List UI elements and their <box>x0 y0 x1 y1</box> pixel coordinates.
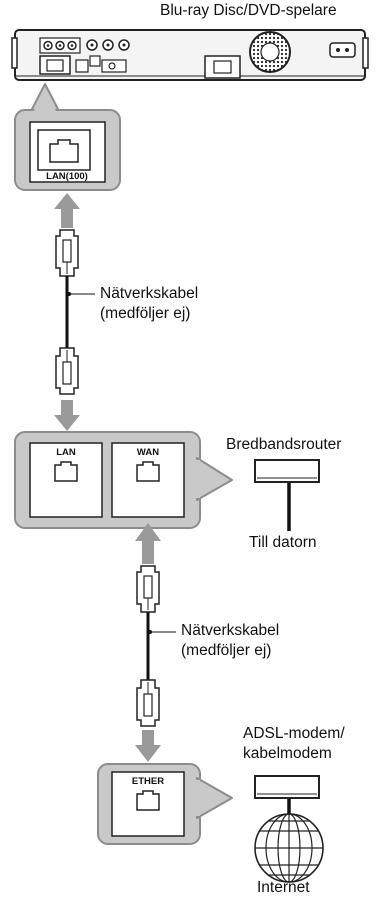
device-lan-port-callout: LAN(100) <box>14 83 121 191</box>
cable-1-bottom-plug <box>55 347 79 395</box>
device-title: Blu-ray Disc/DVD-spelare <box>160 2 337 19</box>
adsl-cable-modem <box>254 775 320 846</box>
modem-label-line-1: ADSL-modem/ <box>243 725 345 742</box>
router-ports-callout: LAN WAN <box>14 431 233 529</box>
globe-icon <box>254 813 324 883</box>
device-lan-port-label: LAN(100) <box>46 171 88 182</box>
cable-1-top-plug <box>55 229 79 277</box>
modem-label-line-2: kabelmodem <box>243 745 332 762</box>
router-wan-port-label: WAN <box>137 447 159 458</box>
router-lan-port-label: LAN <box>56 447 76 458</box>
arrow-down-to-router <box>54 400 80 431</box>
router-wan-port: WAN <box>111 442 185 518</box>
cable-2-bottom-plug <box>136 679 160 727</box>
network-cable-1 <box>55 229 95 395</box>
router-label: Bredbandsrouter <box>226 436 342 453</box>
bluray-player-rear-panel <box>11 29 369 81</box>
modem-port-callout: ETHER <box>97 763 233 845</box>
network-cable-2 <box>136 565 176 727</box>
cable-1-label-line-2: (medföljer ej) <box>100 305 191 322</box>
modem-ether-port-label: ETHER <box>132 776 164 787</box>
cable-2-label-line-2: (medföljer ej) <box>181 642 272 659</box>
cable-2-label-line-1: Nätverkskabel <box>181 622 280 639</box>
cable-2-top-plug <box>136 565 160 613</box>
arrow-up-to-router-wan <box>135 523 161 564</box>
cable-1-label-line-1: Nätverkskabel <box>100 285 199 302</box>
internet-label: Internet <box>257 879 310 896</box>
arrow-up-to-device <box>54 193 80 228</box>
modem-ether-port: ETHER <box>111 771 185 837</box>
router-to-pc-label: Till datorn <box>249 534 317 551</box>
router-lan-port: LAN <box>29 442 103 518</box>
broadband-router <box>254 459 320 531</box>
arrow-down-to-modem <box>135 730 161 762</box>
